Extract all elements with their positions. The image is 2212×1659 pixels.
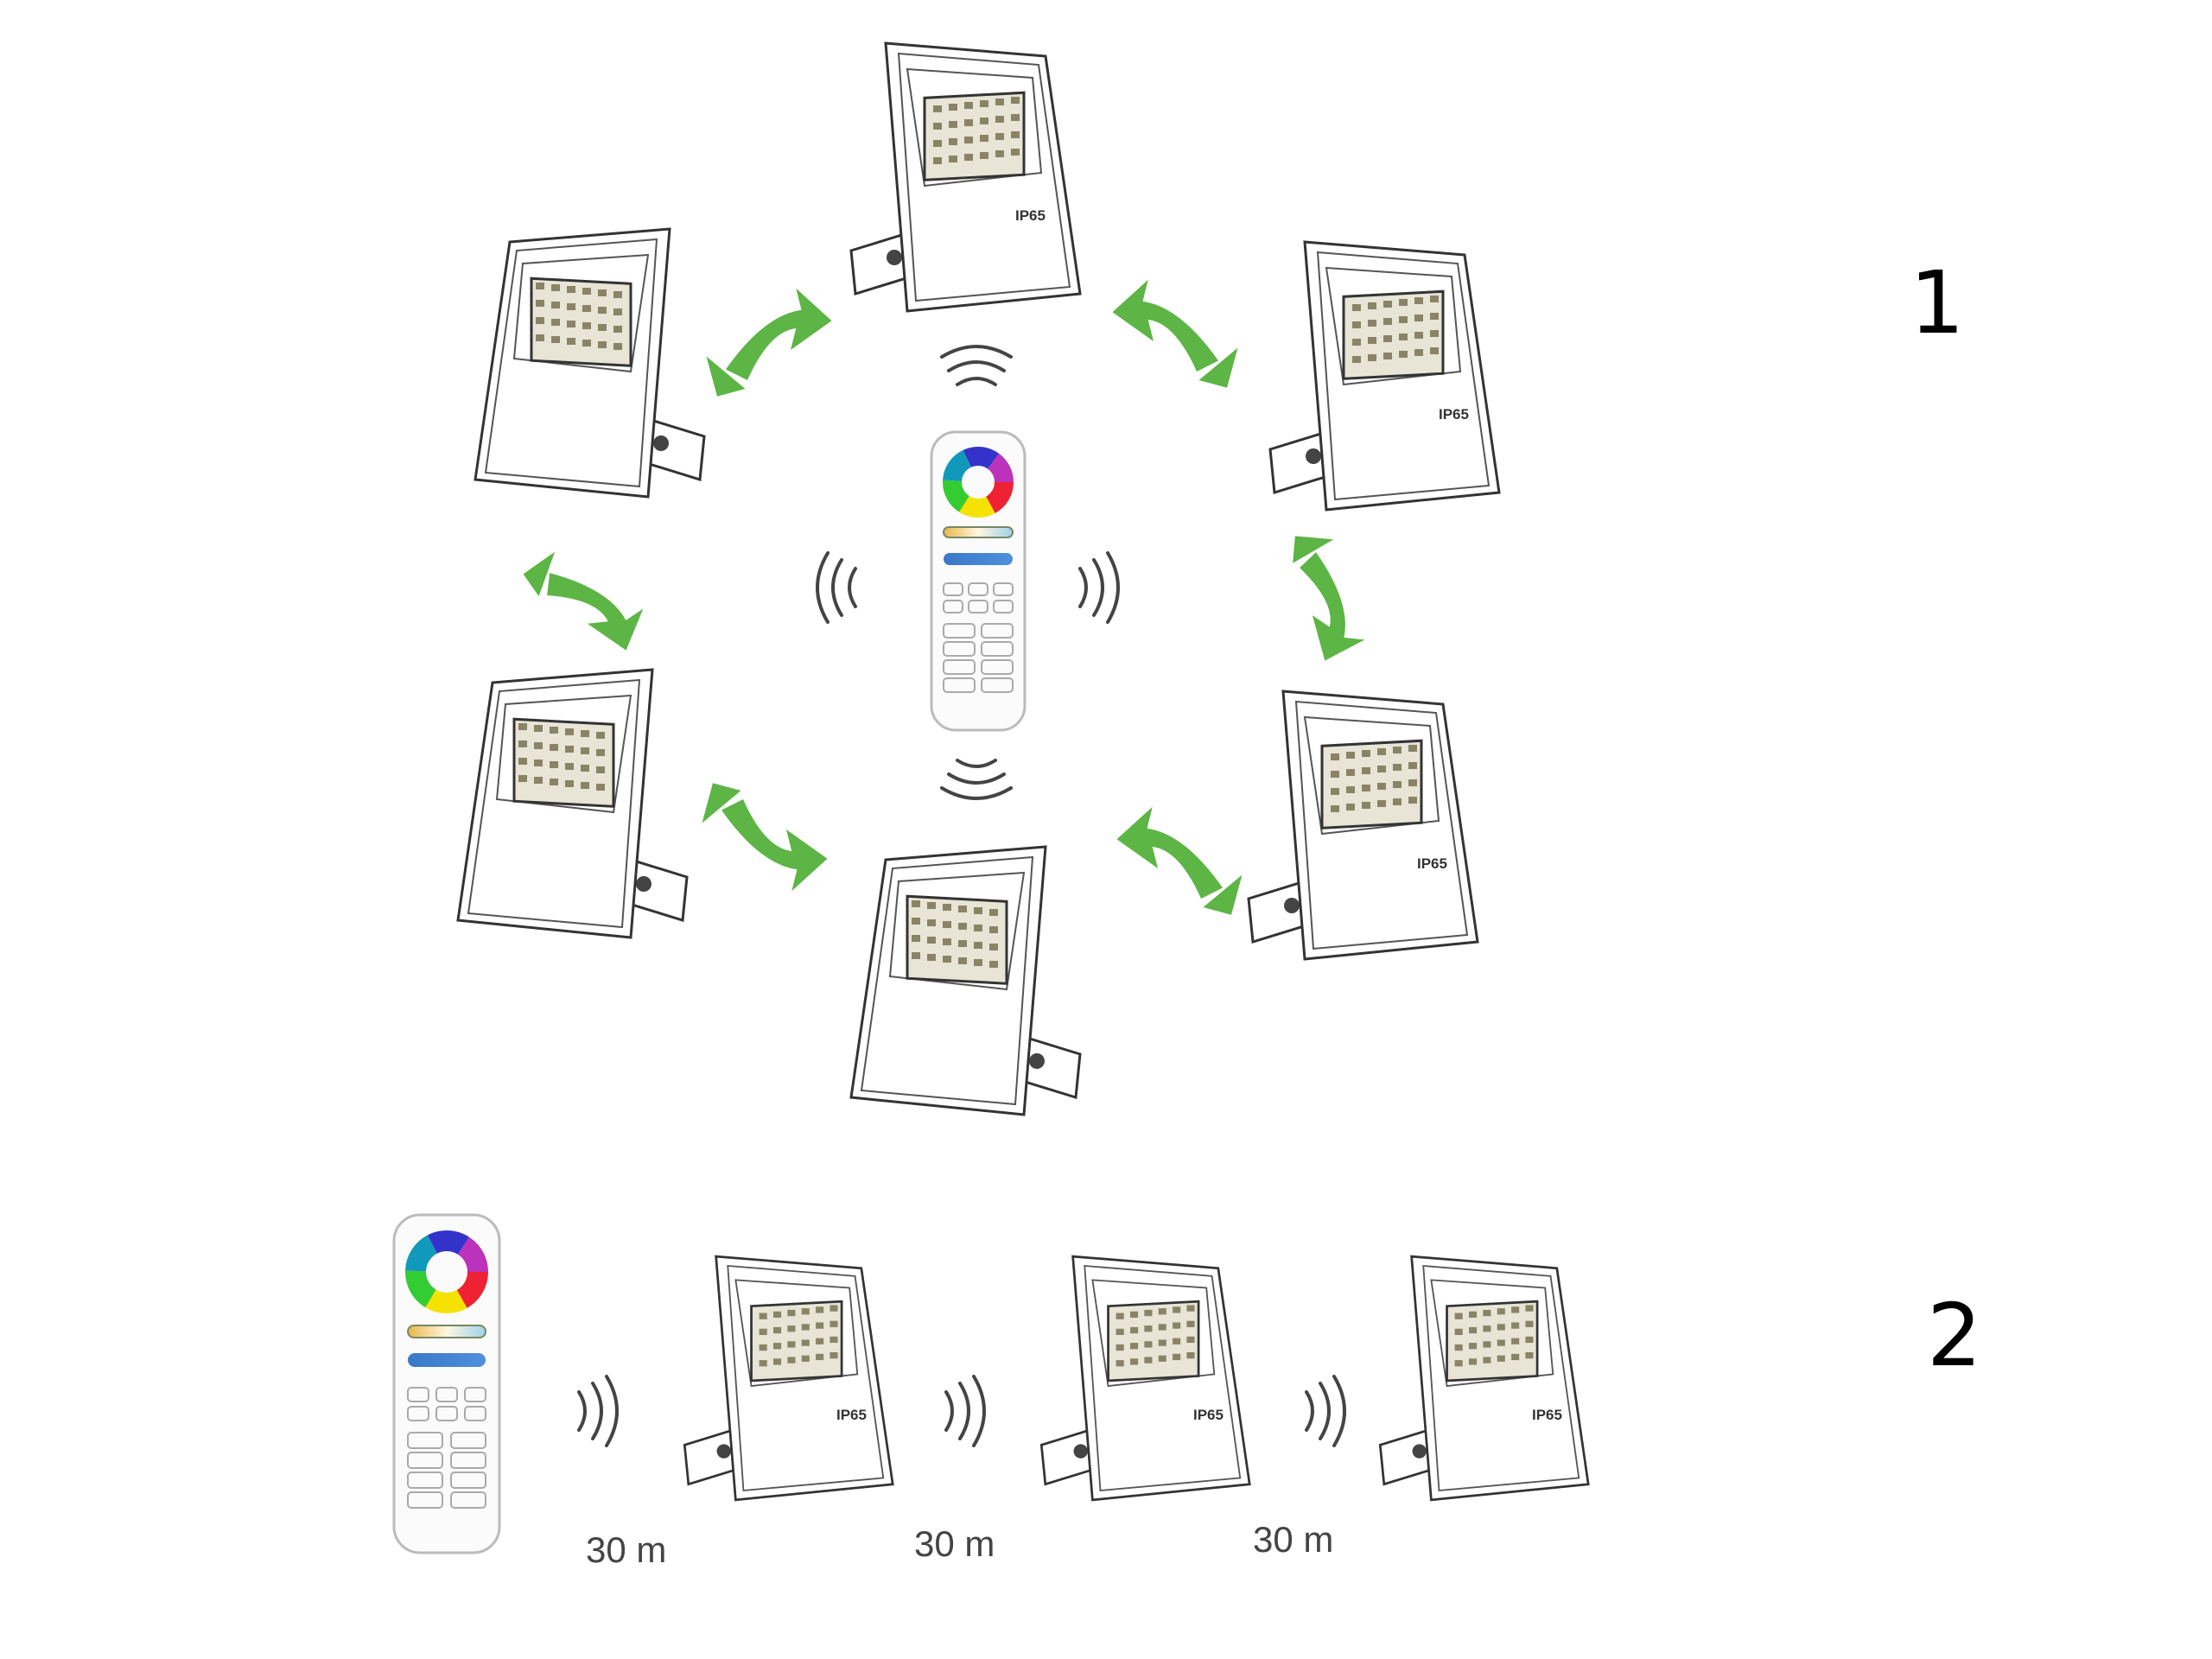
floodlight-chain-2: IP65 <box>1039 1255 1251 1502</box>
floodlight-upper-right: IP65 <box>1268 240 1501 512</box>
bidirectional-arrow-icon <box>1112 279 1238 388</box>
ip-rating-label: IP65 <box>1015 207 1046 224</box>
floodlight-lower-right: IP65 <box>1247 690 1479 961</box>
signal-waves-icon <box>577 1375 619 1447</box>
ip-rating-label: IP65 <box>1532 1407 1562 1423</box>
bidirectional-arrow-icon <box>1258 526 1394 671</box>
floodlight-chain-3: IP65 <box>1378 1255 1590 1502</box>
bidirectional-arrow-icon <box>1116 806 1243 915</box>
floodlight-upper-left <box>474 227 706 499</box>
signal-waves-icon <box>940 345 1013 386</box>
bidirectional-arrow-icon <box>519 530 655 675</box>
remote-control <box>930 430 1027 732</box>
floodlight-bottom <box>849 845 1082 1116</box>
ip-rating-label: IP65 <box>1417 855 1447 872</box>
ip-rating-label: IP65 <box>836 1407 867 1423</box>
remote-control <box>392 1213 501 1554</box>
distance-label: 30 m <box>914 1523 995 1564</box>
distance-label: 30 m <box>586 1529 666 1570</box>
signal-waves-icon <box>1078 551 1120 624</box>
scenario-number-2: 2 <box>1927 1285 1982 1386</box>
signal-waves-icon <box>816 551 857 624</box>
ip-rating-label: IP65 <box>1193 1407 1224 1423</box>
scenario-number-1: 1 <box>1910 252 1965 353</box>
signal-waves-icon <box>940 759 1013 800</box>
distance-label: 30 m <box>1253 1519 1333 1560</box>
floodlight-lower-left <box>456 668 689 939</box>
floodlight-chain-1: IP65 <box>683 1255 894 1502</box>
scenario-1: 1 IP65 IP65 IP65 <box>456 41 1965 1116</box>
signal-waves-icon <box>944 1375 986 1447</box>
ip-rating-label: IP65 <box>1439 406 1469 423</box>
signal-waves-icon <box>1305 1375 1346 1447</box>
scenario-2: 2 IP65 IP65 <box>392 1213 1982 1570</box>
bidirectional-arrow-icon <box>702 783 828 892</box>
floodlight-top: IP65 <box>849 41 1082 313</box>
bidirectional-arrow-icon <box>706 288 832 397</box>
